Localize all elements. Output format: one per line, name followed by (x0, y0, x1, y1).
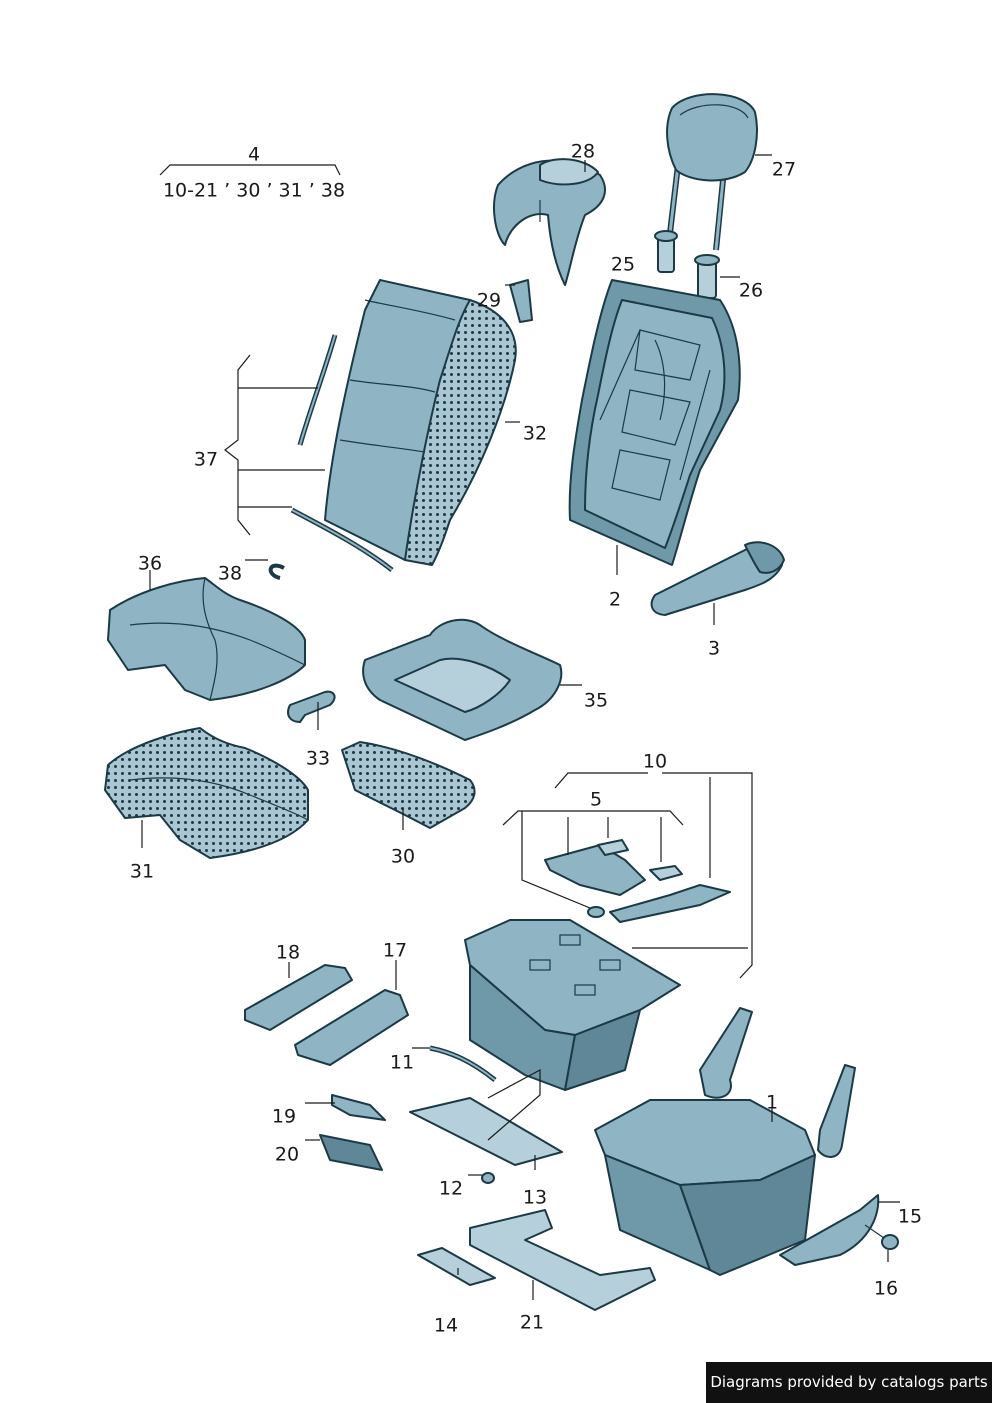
label-18: 18 (276, 942, 300, 964)
fastener-part-12 (481, 1172, 495, 1184)
label-14: 14 (434, 1315, 458, 1337)
strip-part-14 (417, 1247, 496, 1286)
screw-part-16 (864, 1224, 899, 1250)
label-11: 11 (390, 1052, 414, 1074)
label-38: 38 (218, 563, 242, 585)
part-labels: 4 10-21 ’ 30 ’ 31 ’ 38 28 27 25 26 29 32… (130, 141, 922, 1337)
trim-cover-part-18 (244, 964, 353, 1031)
label-4-range: 10-21 ’ 30 ’ 31 ’ 38 (163, 180, 345, 202)
mechanism-plates-part-5 (544, 839, 731, 923)
label-1: 1 (766, 1092, 778, 1114)
label-2: 2 (609, 589, 621, 611)
seat-pan-part-35 (362, 618, 563, 741)
wire-part-37 (290, 334, 394, 572)
bracket-part-33 (287, 690, 336, 723)
label-26: 26 (739, 280, 763, 302)
headrest-guide-part-25 (654, 230, 678, 273)
label-37: 37 (194, 449, 218, 471)
bracket-part-19 (331, 1094, 386, 1121)
armrest-part-3 (650, 541, 785, 616)
label-33: 33 (306, 748, 330, 770)
label-29: 29 (477, 290, 501, 312)
label-10: 10 (643, 751, 667, 773)
rod-part-11 (429, 1045, 497, 1082)
seat-base-part-1 (594, 1007, 856, 1276)
label-25: 25 (611, 254, 635, 276)
label-13: 13 (523, 1187, 547, 1209)
label-12: 12 (439, 1178, 463, 1200)
label-32: 32 (523, 423, 547, 445)
label-31: 31 (130, 861, 154, 883)
label-5: 5 (590, 789, 602, 811)
backrest-cushion-part-32 (324, 279, 517, 566)
label-19: 19 (272, 1106, 296, 1128)
label-21: 21 (520, 1312, 544, 1334)
mat-part-13 (409, 1097, 563, 1166)
leader-lines (141, 154, 900, 1300)
upper-pad-part-28 (493, 158, 606, 286)
label-17: 17 (383, 940, 407, 962)
label-16: 16 (874, 1278, 898, 1300)
label-15: 15 (898, 1206, 922, 1228)
label-36: 36 (138, 553, 162, 575)
label-30: 30 (391, 846, 415, 868)
label-3: 3 (708, 638, 720, 660)
seat-cover-part-31 (104, 727, 309, 859)
trim-cover-part-17 (294, 989, 409, 1066)
label-27: 27 (772, 159, 796, 181)
label-28: 28 (571, 141, 595, 163)
floor-pad-part-21 (469, 1209, 656, 1311)
label-4: 4 (248, 144, 260, 166)
seat-frame-part-10 (464, 919, 681, 1091)
credit-caption: Diagrams provided by catalogs parts (706, 1362, 992, 1403)
bracket-part-20 (319, 1134, 383, 1171)
headrest-guide-part-26 (694, 254, 720, 299)
label-20: 20 (275, 1144, 299, 1166)
clip-part-38 (268, 563, 285, 580)
side-panel-part-15 (779, 1194, 880, 1266)
seat-cushion-part-36 (107, 577, 306, 701)
label-35: 35 (584, 690, 608, 712)
clip-part-29 (509, 279, 533, 323)
side-bolster-part-30 (341, 741, 476, 829)
headrest-part-27 (665, 93, 758, 251)
backrest-frame-part-2 (568, 279, 741, 566)
